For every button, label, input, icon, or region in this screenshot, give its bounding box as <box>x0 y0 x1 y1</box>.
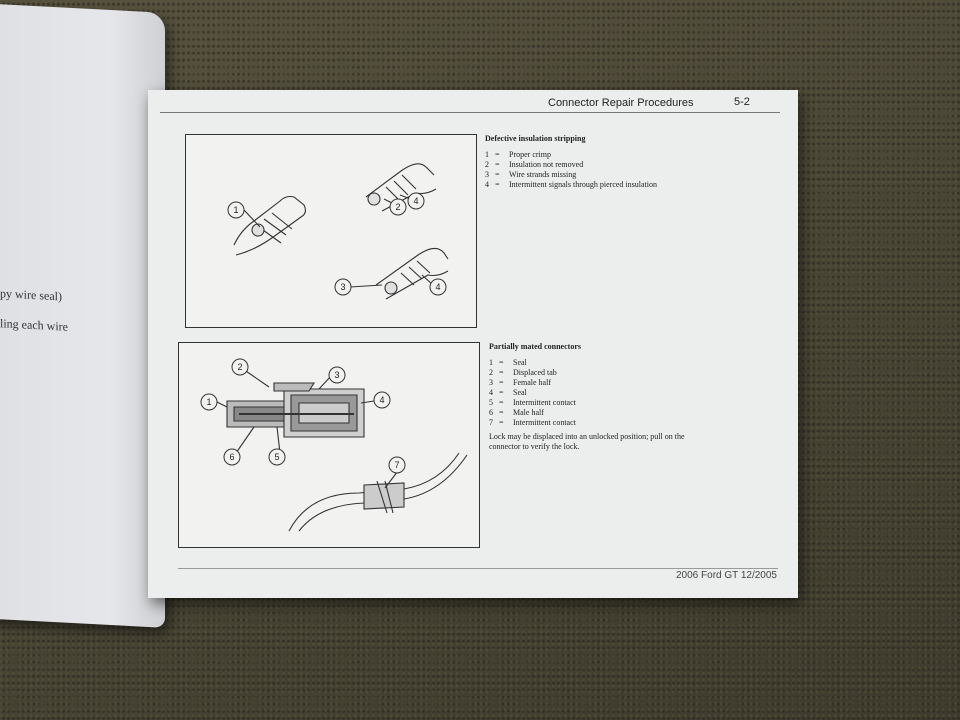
legend-number: 1 <box>489 358 493 367</box>
legend-text: Displaced tab <box>513 368 557 377</box>
equals: = <box>499 378 504 387</box>
legend-number: 2 <box>489 368 493 377</box>
equals: = <box>499 398 504 407</box>
legend-text: Seal <box>513 358 527 367</box>
legend-number: 6 <box>489 408 493 417</box>
connector-illustration: 2 3 1 4 6 5 7 <box>200 358 468 532</box>
callout-4: 4 <box>379 395 384 405</box>
callout-2: 2 <box>395 202 400 212</box>
callout-3: 3 <box>340 282 345 292</box>
header-rule <box>160 112 780 113</box>
legend-item: 4 = Seal <box>489 388 709 398</box>
legend-number: 5 <box>489 398 493 407</box>
legend-item: 2 = Displaced tab <box>489 368 709 378</box>
legend-number: 1 <box>485 150 489 159</box>
legend-item: 1 = Seal <box>489 358 709 368</box>
equals: = <box>499 358 504 367</box>
right-page: Connector Repair Procedures 5-2 <box>148 90 798 598</box>
callout-3: 3 <box>334 370 339 380</box>
legend-text: Intermittent contact <box>513 418 576 427</box>
equals: = <box>495 160 500 169</box>
legend-number: 3 <box>485 170 489 179</box>
equals: = <box>499 408 504 417</box>
section-partially-mated-connectors: Partially mated connectors 1 = Seal 2 = Disp… <box>489 342 709 452</box>
page-header-title: Connector Repair Procedures <box>548 97 694 109</box>
legend-number: 4 <box>489 388 493 397</box>
legend-item: 7 = Intermittent contact <box>489 418 709 428</box>
legend-number: 7 <box>489 418 493 427</box>
section-note: Lock may be displaced into an unlocked p… <box>489 432 685 451</box>
left-page-fragment: py wire seal) <box>0 286 62 304</box>
legend-text: Insulation not removed <box>509 160 584 169</box>
legend-item: 4 = Intermittent signals through pierced i… <box>485 180 657 190</box>
callout-6: 6 <box>229 452 234 462</box>
callout-2: 2 <box>237 362 242 372</box>
legend-text: Female half <box>513 378 551 387</box>
callout-1: 1 <box>233 205 238 215</box>
equals: = <box>499 368 504 377</box>
legend-text: Intermittent contact <box>513 398 576 407</box>
legend-item: 3 = Female half <box>489 378 709 388</box>
page-footer: 2006 Ford GT 12/2005 <box>676 570 777 581</box>
legend-item: 2 = Insulation not removed <box>485 160 657 170</box>
legend-item: 6 = Male half <box>489 408 709 418</box>
legend-text: Male half <box>513 408 544 417</box>
legend-number: 4 <box>485 180 489 189</box>
legend-text: Seal <box>513 388 527 397</box>
section-insulation-stripping: Defective insulation stripping 1 = Proper … <box>485 134 657 190</box>
callout-7: 7 <box>394 460 399 470</box>
section-title: Partially mated connectors <box>489 342 581 351</box>
callout-1: 1 <box>206 397 211 407</box>
equals: = <box>495 170 500 179</box>
callout-4: 4 <box>413 196 418 206</box>
legend-item: 3 = Wire strands missing <box>485 170 657 180</box>
page-number: 5-2 <box>734 96 750 108</box>
insulation-stripping-illustration: 1 2 4 3 4 <box>227 163 449 300</box>
callout-5: 5 <box>274 452 279 462</box>
equals: = <box>495 180 500 189</box>
left-page: py wire seal) ling each wire <box>0 3 165 628</box>
legend-number: 3 <box>489 378 493 387</box>
footer-rule <box>178 568 778 569</box>
legend-text: Proper crimp <box>509 150 551 159</box>
equals: = <box>499 388 504 397</box>
legend-text: Intermittent signals through pierced ins… <box>509 180 657 189</box>
left-page-fragment: ling each wire <box>0 316 68 334</box>
legend-item: 1 = Proper crimp <box>485 150 657 160</box>
equals: = <box>495 150 500 159</box>
equals: = <box>499 418 504 427</box>
figure-insulation-stripping: 1 2 4 3 4 <box>185 134 477 328</box>
figure-partially-mated-connectors: 2 3 1 4 6 5 7 <box>178 342 480 548</box>
legend-item: 5 = Intermittent contact <box>489 398 709 408</box>
legend-number: 2 <box>485 160 489 169</box>
legend-text: Wire strands missing <box>509 170 577 179</box>
section-title: Defective insulation stripping <box>485 134 586 143</box>
callout-4: 4 <box>435 282 440 292</box>
